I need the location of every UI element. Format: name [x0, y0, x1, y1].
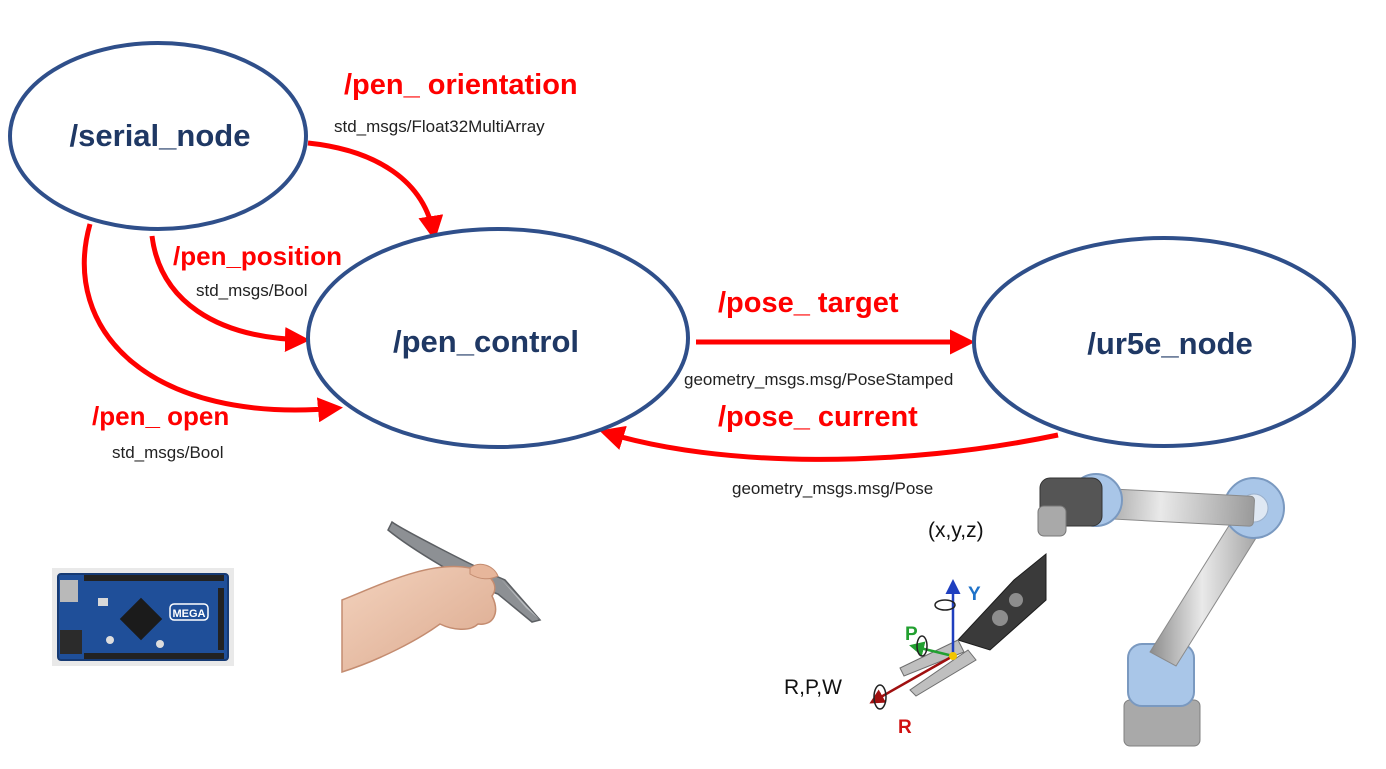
pose-target-msg: geometry_msgs.msg/PoseStamped	[684, 370, 953, 389]
ur5e-robot-arm-image	[1037, 473, 1285, 747]
pen-open-arrow	[81, 223, 343, 423]
axis-r-label: R	[898, 717, 912, 738]
pose-current-arrow	[599, 425, 1059, 462]
pen-open-topic: /pen_ open	[92, 401, 229, 431]
ur5e-node: /ur5e_node	[972, 236, 1356, 448]
serial-node: /serial_node	[8, 41, 308, 231]
pose-target-topic: /pose_ target	[718, 287, 899, 319]
rpw-annotation: R,P,W	[784, 676, 842, 699]
axis-p-label: P	[905, 624, 918, 645]
serial-node-label: /serial_node	[70, 118, 251, 153]
pen-orientation-topic: /pen_ orientation	[344, 69, 578, 101]
pen-orientation-arrow	[307, 140, 444, 241]
axis-y-label: Y	[968, 584, 981, 605]
r-rotation-icon	[873, 684, 887, 710]
coordinate-axes: Y P R	[869, 579, 981, 738]
board-mega-text: MEGA	[173, 608, 206, 620]
p-axis-line	[909, 641, 954, 658]
p-rotation-icon	[916, 635, 928, 657]
hand-with-pen-image	[341, 520, 542, 674]
arduino-mega-board-image: MEGA	[52, 568, 234, 666]
pen-position-arrow	[149, 235, 310, 353]
pen-orientation-msg: std_msgs/Float32MultiArray	[334, 117, 545, 136]
pen-position-msg: std_msgs/Bool	[196, 281, 308, 300]
pen-open-msg: std_msgs/Bool	[112, 443, 224, 462]
ur5e-node-label: /ur5e_node	[1087, 326, 1252, 361]
pen-position-topic: /pen_position	[173, 241, 342, 271]
xyz-annotation: (x,y,z)	[928, 519, 984, 542]
pen-control-node: /pen_control	[306, 227, 690, 449]
pose-current-topic: /pose_ current	[718, 401, 918, 433]
pose-current-msg: geometry_msgs.msg/Pose	[732, 479, 933, 498]
gripper-image	[899, 552, 1047, 697]
origin-point	[949, 652, 957, 660]
pen-control-node-label: /pen_control	[393, 324, 579, 359]
y-rotation-icon	[934, 599, 956, 611]
